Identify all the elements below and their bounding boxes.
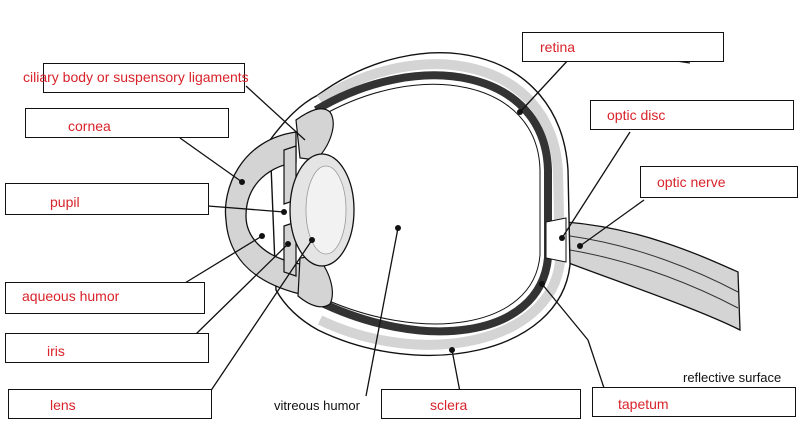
label-reflective-surface: reflective surface [683, 370, 782, 385]
lens-inner-shape [305, 165, 347, 255]
choroid-band [317, 59, 566, 350]
leader-ciliary [245, 85, 306, 141]
leader-pupil [207, 205, 285, 213]
leader-cornea [179, 137, 243, 183]
label-box-sclera[interactable] [381, 389, 581, 419]
label-iris: iris [47, 343, 65, 359]
pointer-dots [239, 109, 583, 353]
leader-tapetum [541, 283, 589, 341]
optic-disc-shape [545, 217, 567, 263]
leader-lines [179, 57, 691, 397]
label-box-iris[interactable] [5, 333, 209, 363]
label-ciliary: ciliary body or suspensory ligaments [23, 69, 249, 85]
leader-aqueous [179, 235, 263, 287]
dot-optic-nerve [577, 243, 583, 249]
dot-cornea [239, 179, 245, 185]
label-box-cornea[interactable] [25, 108, 229, 138]
leader-tapetum [587, 339, 605, 389]
optic-nerve-inner-line [569, 235, 739, 293]
label-box-tapetum[interactable] [592, 387, 796, 417]
label-pupil: pupil [50, 194, 80, 210]
label-box-optic-disc[interactable] [590, 100, 794, 130]
dot-retina [517, 109, 523, 115]
label-sclera: sclera [430, 397, 468, 413]
label-box-optic-nerve[interactable] [640, 166, 798, 198]
leader-iris [195, 243, 289, 335]
label-cornea: cornea [68, 118, 111, 134]
label-box-aqueous[interactable] [5, 282, 205, 314]
label-optic-nerve: optic nerve [657, 174, 726, 190]
optic-nerve-inner-line [569, 249, 739, 309]
dot-tapetum [539, 281, 545, 287]
retina-band [313, 71, 552, 336]
dot-aqueous [259, 233, 265, 239]
label-box-retina[interactable] [522, 32, 724, 62]
label-box-pupil[interactable] [5, 183, 209, 215]
inner-outline [317, 83, 541, 325]
dot-optic-disc [559, 235, 565, 241]
label-lens: lens [50, 397, 76, 413]
label-box-ciliary[interactable] [43, 63, 245, 93]
dot-iris [285, 241, 291, 247]
label-retina: retina [540, 39, 576, 55]
label-tapetum: tapetum [618, 396, 669, 412]
label-vitreous: vitreous humor [274, 398, 360, 413]
dot-sclera [449, 347, 455, 353]
leader-optic-disc [561, 131, 631, 239]
label-box-lens[interactable] [8, 389, 212, 419]
leader-sclera [451, 349, 461, 393]
label-aqueous: aqueous humor [22, 288, 120, 304]
leader-lens [209, 239, 313, 393]
leader-vitreous [365, 227, 399, 397]
label-optic-disc: optic disc [607, 107, 666, 123]
dot-vitreous [395, 225, 401, 231]
dot-pupil [281, 209, 287, 215]
leader-optic-nerve [579, 199, 645, 247]
dot-lens [309, 237, 315, 243]
optic-nerve-shape [565, 221, 741, 332]
leader-retina [519, 57, 571, 113]
